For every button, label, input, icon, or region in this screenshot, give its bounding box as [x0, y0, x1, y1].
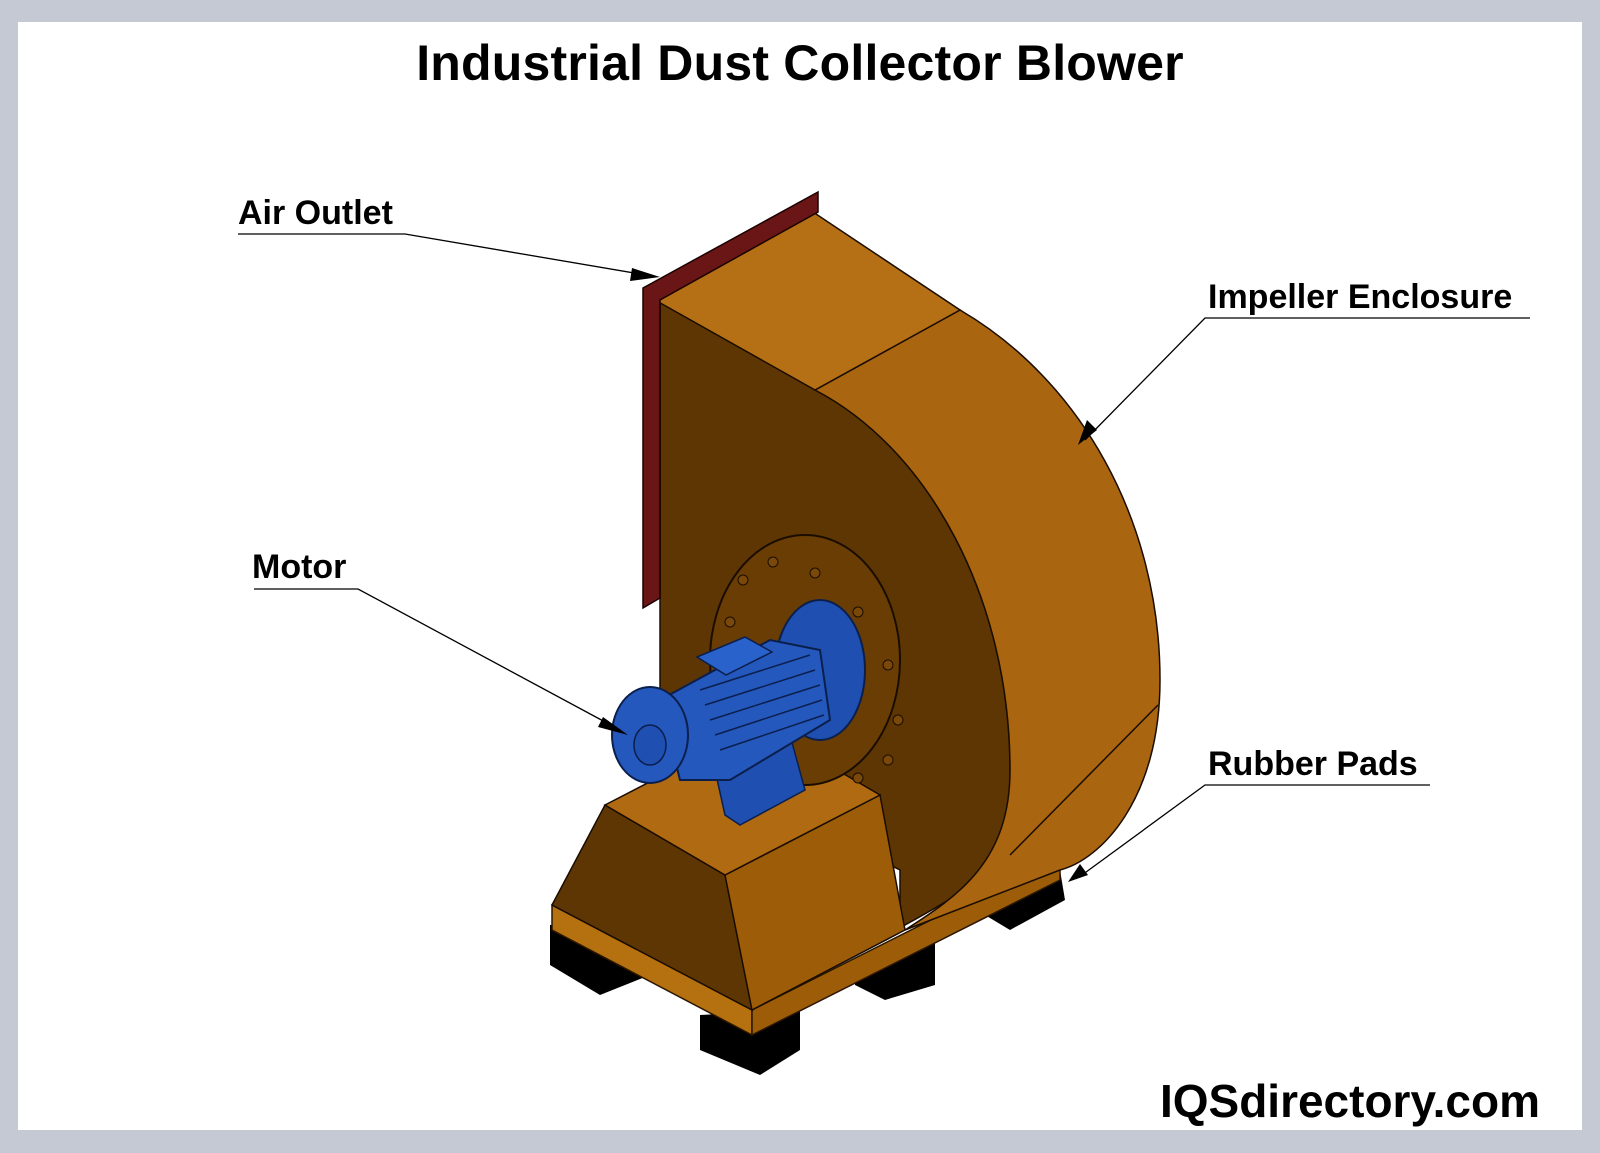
bolt	[724, 616, 736, 628]
arrowhead-icon	[630, 268, 660, 281]
motor-leader	[254, 588, 621, 731]
air-outlet-flange	[642, 190, 819, 610]
bolt	[852, 772, 864, 784]
bolt	[852, 606, 864, 618]
bolt	[892, 714, 904, 726]
bolt	[882, 754, 894, 766]
bolt	[737, 574, 749, 586]
motor-end-hub	[633, 724, 667, 766]
rubber-pads-leader	[1081, 784, 1430, 876]
callout-impeller-enclosure: Impeller Enclosure	[1208, 278, 1513, 316]
callout-air-outlet: Air Outlet	[238, 194, 393, 232]
rubber-pad	[855, 940, 935, 1000]
arrowhead-icon	[598, 717, 628, 735]
bolt	[767, 556, 779, 568]
flange-bolts	[724, 556, 904, 784]
impeller-enclosure-leader	[1084, 317, 1530, 441]
motor-fins	[699, 654, 825, 751]
diagram-title: Industrial Dust Collector Blower	[416, 35, 1184, 91]
arrowhead-icon	[1068, 864, 1088, 882]
rubber-pad	[700, 1010, 800, 1075]
bolt	[882, 659, 894, 671]
leader-arrowheads	[598, 268, 1097, 882]
bolt	[809, 567, 821, 579]
leader-lines	[238, 233, 1530, 876]
motor-body	[658, 638, 832, 781]
motor-group	[611, 599, 866, 826]
callout-rubber-pads: Rubber Pads	[1208, 745, 1418, 783]
arrowhead-icon	[1078, 420, 1097, 445]
terminal-box	[695, 636, 774, 676]
air-outlet-leader	[238, 233, 641, 275]
callout-motor: Motor	[252, 548, 347, 586]
brand-watermark: IQSdirectory.com	[1159, 1075, 1540, 1127]
scroll-seam	[1009, 704, 1159, 856]
impeller-enclosure-scroll	[813, 309, 1161, 931]
